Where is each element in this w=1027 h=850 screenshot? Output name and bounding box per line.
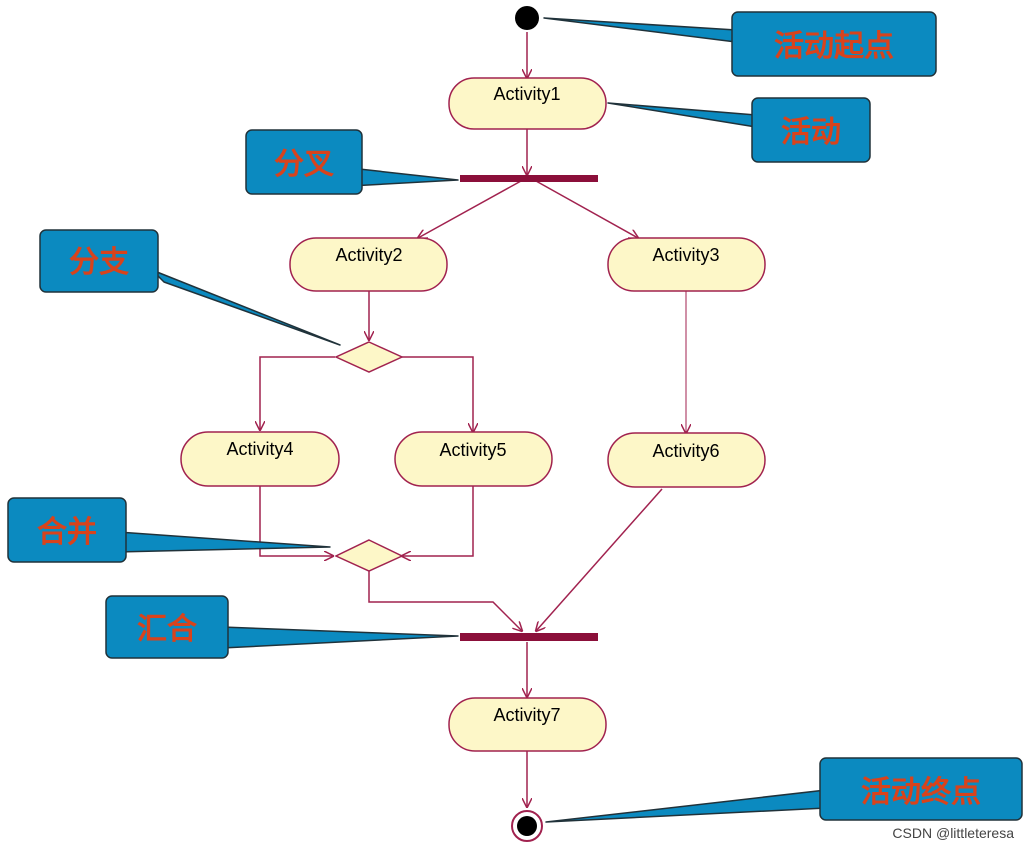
- activity-2-label: Activity2: [335, 245, 402, 265]
- activity-7-label: Activity7: [493, 705, 560, 725]
- join-bar: [460, 633, 598, 641]
- callout-branch: [39, 229, 341, 346]
- activity-1-label: Activity1: [493, 84, 560, 104]
- merge-node: [334, 539, 404, 572]
- activity-5-label: Activity5: [439, 440, 506, 460]
- callout-branch-label: 分支: [69, 245, 129, 280]
- edge-activity5-to-merge: [402, 486, 474, 556]
- edge-fork-to-activity3: [535, 180, 638, 238]
- activity-node-4: Activity4: [180, 431, 340, 487]
- branch-decision-node: [334, 341, 404, 373]
- edges: [260, 32, 686, 807]
- activity-6-label: Activity6: [652, 441, 719, 461]
- callout-join: [105, 595, 459, 659]
- watermark: CSDN @littleteresa: [892, 825, 1014, 841]
- callout-end: [545, 757, 1023, 823]
- activity-node-7: Activity7: [448, 697, 607, 752]
- activity-node-3: Activity3: [607, 237, 766, 292]
- edge-branch-to-activity4: [260, 356, 335, 430]
- edge-activity6-to-join: [536, 488, 663, 631]
- edge-fork-to-activity2: [418, 180, 522, 238]
- callout-fork-label: 分叉: [274, 147, 334, 182]
- callout-start-label: 活动起点: [774, 29, 894, 64]
- callout-join-label: 汇合: [137, 612, 197, 647]
- callout-merge-label: 合并: [37, 515, 97, 550]
- callout-merge: [7, 497, 331, 563]
- activity-node-5: Activity5: [394, 431, 553, 487]
- edge-branch-to-activity5: [402, 356, 473, 432]
- final-node: [511, 810, 543, 842]
- callout-fork: [245, 129, 459, 195]
- activity-node-1: Activity1: [448, 77, 607, 130]
- edge-merge-to-join: [368, 570, 522, 631]
- activity-4-label: Activity4: [226, 439, 293, 459]
- activity-node-2: Activity2: [289, 237, 448, 292]
- activity-3-label: Activity3: [652, 245, 719, 265]
- activity-node-6: Activity6: [607, 432, 766, 488]
- callout-end-label: 活动终点: [861, 775, 981, 810]
- fork-bar: [460, 175, 598, 182]
- callout-start: [543, 11, 937, 77]
- initial-node: [515, 6, 539, 30]
- callout-activity-label: 活动: [781, 115, 841, 150]
- callout-activity: [607, 97, 871, 163]
- edge-activity4-to-merge: [259, 486, 333, 556]
